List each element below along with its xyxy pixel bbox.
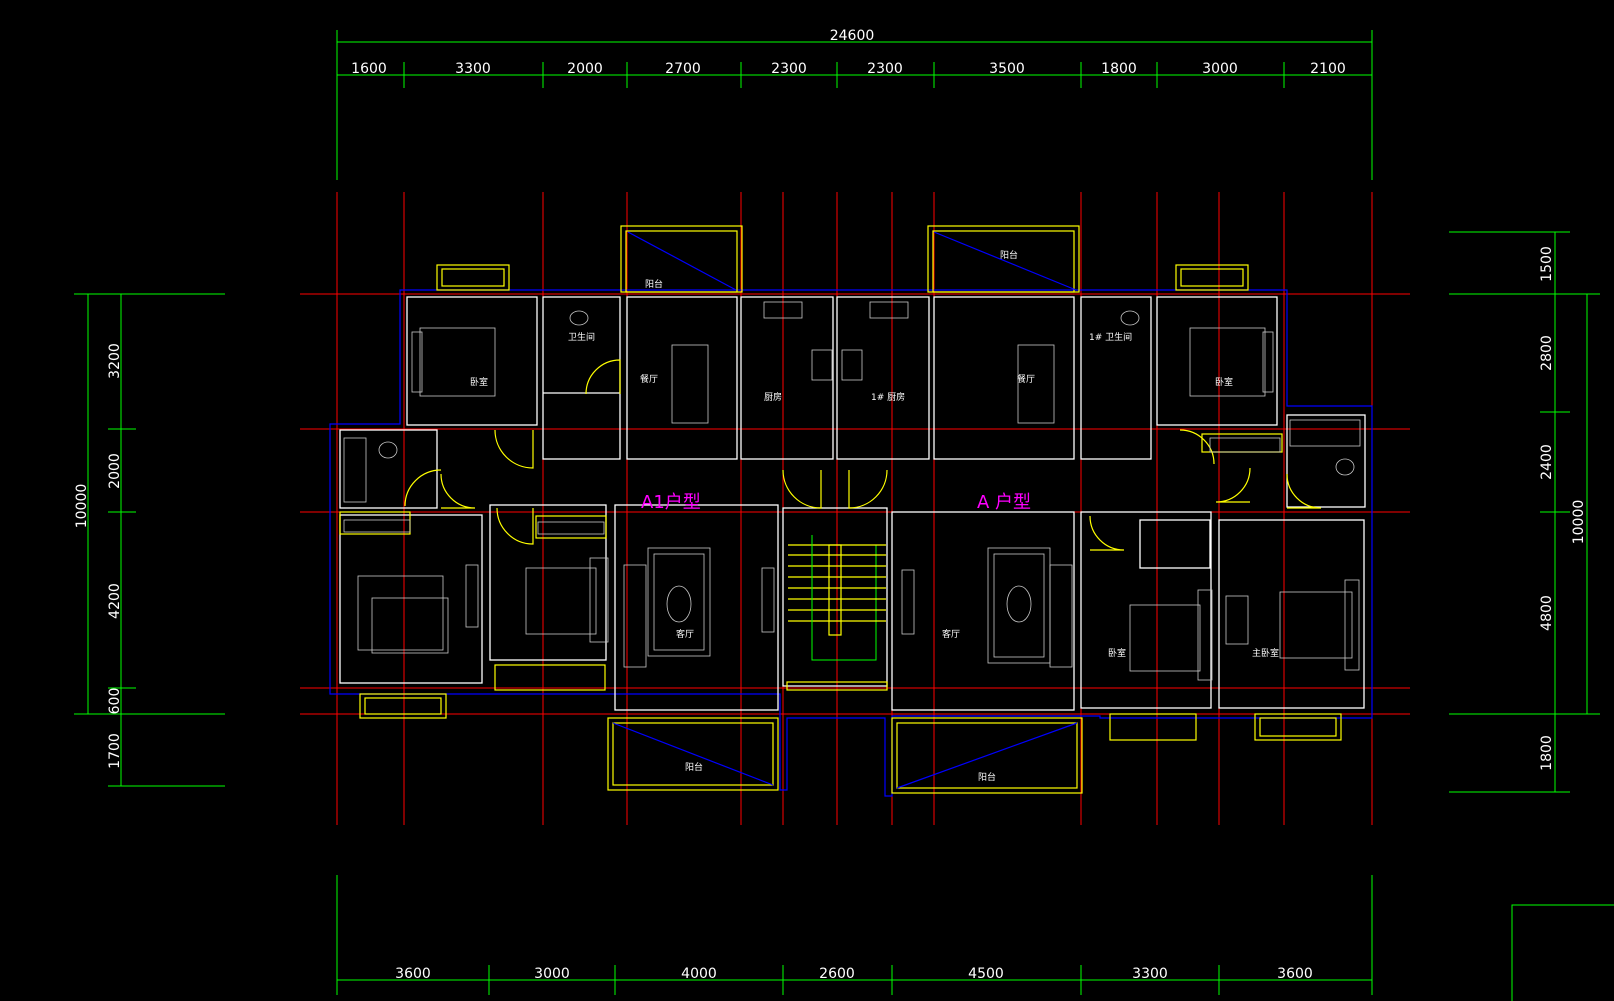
dim-bottom: 3000 — [534, 966, 570, 982]
dim-left: 4200 — [107, 583, 123, 619]
balcony-diagonals — [612, 231, 1078, 789]
dim-top: 3500 — [989, 61, 1025, 77]
room-label-balcony: 阳台 — [1000, 249, 1018, 261]
stair — [786, 535, 888, 691]
door-swings — [404, 359, 1322, 551]
title-block-frame — [1511, 904, 1614, 1001]
dim-top: 1600 — [351, 61, 387, 77]
left-dimension-chain: 10000 3200 2000 4200 600 1700 — [74, 293, 225, 787]
dim-bottom: 3300 — [1132, 966, 1168, 982]
room-label-bedroom: 卧室 — [470, 376, 488, 388]
room-label-dining: 餐厅 — [1017, 373, 1035, 385]
walls — [339, 296, 1366, 711]
dim-left: 3200 — [107, 343, 123, 379]
dim-bottom: 2600 — [819, 966, 855, 982]
dim-top: 3300 — [455, 61, 491, 77]
room-label-dining: 餐厅 — [640, 373, 658, 385]
room-label-master-bedroom: 主卧室 — [1252, 647, 1279, 659]
room-label-balcony: 阳台 — [645, 278, 663, 290]
dim-bottom: 3600 — [395, 966, 431, 982]
room-label-balcony: 阳台 — [978, 771, 996, 783]
dim-top: 2300 — [867, 61, 903, 77]
windows-balconies — [339, 225, 1342, 794]
room-label-balcony: 阳台 — [685, 761, 703, 773]
dim-left-total: 10000 — [74, 484, 90, 529]
dim-bottom: 4000 — [681, 966, 717, 982]
room-label-bedroom: 卧室 — [1215, 376, 1233, 388]
room-label-living: 客厅 — [942, 628, 960, 640]
dim-left: 1700 — [107, 733, 123, 769]
furniture — [343, 301, 1361, 681]
dim-left: 600 — [107, 688, 123, 715]
room-label-bedroom: 卧室 — [1108, 647, 1126, 659]
dim-right: 2800 — [1539, 335, 1555, 371]
dim-right: 1500 — [1539, 246, 1555, 282]
dim-left: 2000 — [107, 453, 123, 489]
dim-top: 2300 — [771, 61, 807, 77]
dim-top: 2100 — [1310, 61, 1346, 77]
dim-right: 4800 — [1539, 595, 1555, 631]
dim-bottom: 3600 — [1277, 966, 1313, 982]
room-label-kitchen: 厨房 — [764, 391, 782, 403]
room-label-kitchen-1: 1# 厨房 — [871, 391, 905, 403]
top-dimension-chain: 24600 1600 3300 2000 2700 2300 2300 3500… — [336, 28, 1373, 180]
room-labels: 阳台 阳台 阳台 阳台 卫生间 1# 卫生间 餐厅 餐厅 厨房 1# 厨房 卧室… — [470, 249, 1279, 783]
dim-right-total: 10000 — [1571, 500, 1587, 545]
dim-bottom: 4500 — [968, 966, 1004, 982]
dim-right: 1800 — [1539, 735, 1555, 771]
building-outline — [329, 289, 1373, 797]
right-dimension-chain: 1500 2800 2400 4800 1800 10000 — [1449, 231, 1600, 793]
unit-label-a: A 户型 — [977, 492, 1031, 513]
dim-right: 2400 — [1539, 444, 1555, 480]
dim-top: 1800 — [1101, 61, 1137, 77]
room-label-bathroom: 卫生间 — [568, 331, 595, 343]
unit-label-a1: A1户型 — [641, 492, 701, 513]
dim-top: 2700 — [665, 61, 701, 77]
room-label-bathroom-1: 1# 卫生间 — [1089, 331, 1132, 343]
bottom-dimension-chain: 3600 3000 4000 2600 4500 3300 3600 — [336, 875, 1373, 995]
room-label-living: 客厅 — [676, 628, 694, 640]
dim-overall-width: 24600 — [830, 28, 875, 44]
dim-top: 3000 — [1202, 61, 1238, 77]
dim-top: 2000 — [567, 61, 603, 77]
